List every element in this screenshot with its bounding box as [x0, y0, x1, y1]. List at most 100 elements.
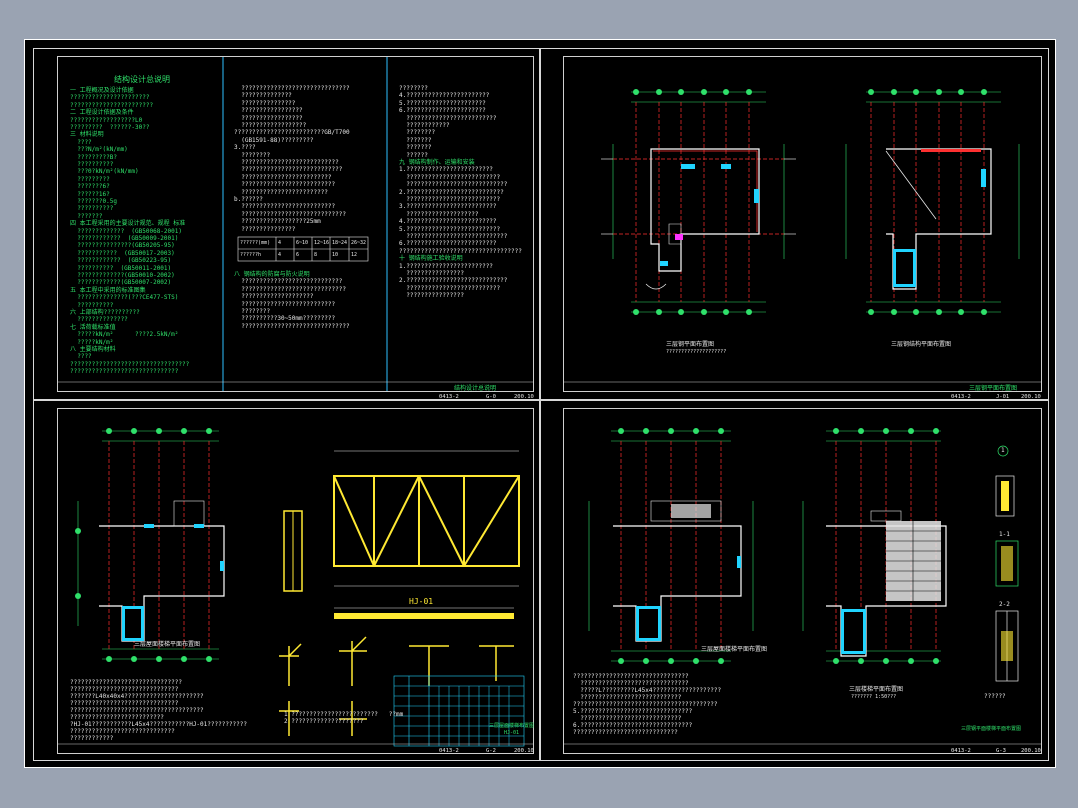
note-line: ???????????????????????????? — [234, 278, 343, 286]
note-line: 3.???? — [234, 144, 256, 152]
note-line: ???????L40x40x4?????????????????????? — [70, 693, 204, 700]
note-line: 一 工程概况及设计依据 — [70, 87, 134, 94]
table-cell: 10 — [332, 252, 339, 258]
note-line: ???????????? (GB50223-95) — [70, 257, 172, 265]
note-line: ?????????????????????????? — [70, 714, 164, 721]
note-line: ?????????????(GB50010-2002) — [70, 272, 175, 279]
note-line: ???????????????? — [399, 270, 465, 277]
note-line: ???????????????(GB50205-95) — [70, 242, 175, 250]
panel4-footer-code: 0413-2 — [951, 748, 971, 754]
note-line: 6.??????????????????????????????? — [573, 722, 693, 729]
panel1-footer-date: 200.10 — [514, 394, 534, 400]
note-line: 五 本工程中采用的标准图集 — [70, 286, 146, 294]
note-line: ???????????????????? — [399, 210, 479, 218]
note-line: 八 主要结构材料 — [70, 346, 116, 353]
note-line: ??????? — [399, 136, 432, 144]
note-line: ?????????????????????? — [70, 94, 150, 102]
note-line: b.?????? — [234, 196, 263, 203]
panel4-footer-date: 200.10 — [1021, 748, 1041, 754]
table-cell: 12~16 — [314, 240, 330, 246]
note-line: ?????????? — [70, 205, 114, 213]
note-line: 6.?????????????????????? — [399, 107, 486, 115]
note-line: 6.????????????????????????? — [399, 240, 497, 248]
note-line: ???????0.5g — [70, 198, 117, 205]
note-line: ???????????????????????????????? — [573, 673, 689, 680]
note-line: ?????????????? — [234, 92, 292, 100]
note-line: 十 钢结构施工验收说明 — [399, 255, 463, 263]
note-line: ?????????????????????????????????? — [399, 247, 522, 255]
stair-scale-note: ??????? 1:50??? — [851, 694, 897, 700]
panel3-footer-sub: HJ-01 — [504, 730, 520, 736]
note-line: ????????????????????????? — [399, 114, 497, 122]
table-cell: 8 — [314, 252, 318, 258]
note-line: 三 材料说明 — [70, 131, 104, 139]
table-cell: 6 — [296, 252, 300, 258]
note-line: ????????? ??????-30?? — [70, 124, 150, 131]
note-line: ??????? — [399, 144, 432, 152]
note-line: ????????????????????????????????? — [70, 360, 190, 368]
table-cell: 26~32 — [351, 240, 367, 246]
note-line: 5.?????????????????????? — [399, 99, 486, 107]
notes-heading: 结构设计总说明 — [114, 75, 170, 84]
note-line: ??????? — [70, 212, 103, 220]
note-line: ???????????? (GB50009-2001) — [70, 235, 179, 242]
section-3-label: 1-1 — [999, 531, 1010, 538]
panel3-footer-no: G-2 — [486, 748, 496, 754]
panel-design-notes-frame — [57, 56, 534, 392]
note-line: ???????????? — [399, 122, 450, 129]
note-line: ?????kN/m² — [70, 338, 114, 346]
note-line: ?????????????????? — [234, 122, 307, 129]
note-line: ?????????????????????????? — [234, 181, 336, 189]
note-line: (GB1591-88)????????? — [234, 136, 314, 144]
stair-plan-right-label: 三层楼梯平面布置图 — [849, 686, 904, 693]
note-line: ?HJ-01???????????L45x4???????????HJ-01??… — [70, 721, 248, 728]
note-line: ???????????????????????????? — [573, 715, 682, 722]
note-line: ????????????????????????????? — [234, 210, 346, 218]
note-line: ????????????????? — [234, 107, 303, 115]
note-line: 七 活荷载标准值 — [70, 323, 116, 331]
note-line: ??????????? (GB50017-2003) — [70, 249, 175, 257]
note-line: ??????????????????25mm — [234, 218, 321, 226]
note-line: 3.????????????????????????? — [399, 203, 497, 211]
panel1-footer-no: G-0 — [486, 394, 496, 400]
note-line: ??????16? — [70, 190, 110, 198]
note-line: ????????????(GB50007-2002) — [70, 279, 172, 287]
note-line: ?????? — [399, 151, 428, 159]
panel-stair-plans: 三层屋面楼梯平面布置图 三层楼梯平面布置图 ??????? 1:50??? 1 … — [540, 400, 1049, 761]
note-line: ?????????????????????????????? — [234, 85, 350, 92]
floor-plans-drawing — [564, 89, 1041, 383]
note-line: 2 ???????????????????? — [284, 718, 364, 725]
panel2-footer-date: 200.10 — [1021, 394, 1041, 400]
note-line: ???????6? — [70, 183, 110, 191]
table-cell: 4 — [278, 252, 282, 258]
panel1-footer-code: 0413-2 — [439, 394, 459, 400]
note-line: ???????????????????????????? — [234, 166, 343, 174]
plan-right-label: 三层钢结构平面布置图 — [891, 341, 952, 348]
note-line: 1.???????????????????????? — [399, 262, 493, 270]
note-line: ?????????????????????????? — [234, 203, 336, 211]
note-line: ?????????????????????????????? — [573, 680, 689, 687]
truss-plan-label: 三层屋面楼梯平面布置图 — [134, 641, 201, 648]
panel-floor-plans: 三层钢平面布置图 ???????????????????? 三层钢结构平面布置图… — [540, 48, 1049, 400]
drawing-sheet[interactable]: 结构设计总说明 一 工程概况及设计依据?????????????????????… — [24, 39, 1056, 768]
note-line: ?????????B? — [70, 153, 117, 161]
note-line: ??????????????????????????? — [234, 159, 339, 166]
note-line: 1.???????????????????????? — [399, 166, 493, 174]
note-line: ???????? — [234, 151, 271, 159]
table-cell: ??????h — [240, 252, 262, 258]
note-line: ??????????30~50mm????????? — [234, 315, 336, 323]
table-cell: ??????(mm) — [240, 240, 271, 246]
note-line: ?????????? — [70, 161, 114, 168]
panel3-footer-code: 0413-2 — [439, 748, 459, 754]
panel-truss-plan-frame — [57, 408, 534, 754]
note-line: ???????????????????????????? — [399, 181, 508, 189]
note-line: ???????????????????? — [234, 293, 314, 301]
note-line: ????????? — [70, 175, 110, 183]
note-line: ?????????????????????????? — [234, 300, 336, 308]
note-line: ?????????? (GB50011-2001) — [70, 264, 172, 272]
note-line: ??????????????? — [234, 99, 296, 107]
note-line: ?????????????????????????????? — [70, 368, 179, 376]
note-line: 二 工程设计依据及条件 — [70, 109, 134, 117]
